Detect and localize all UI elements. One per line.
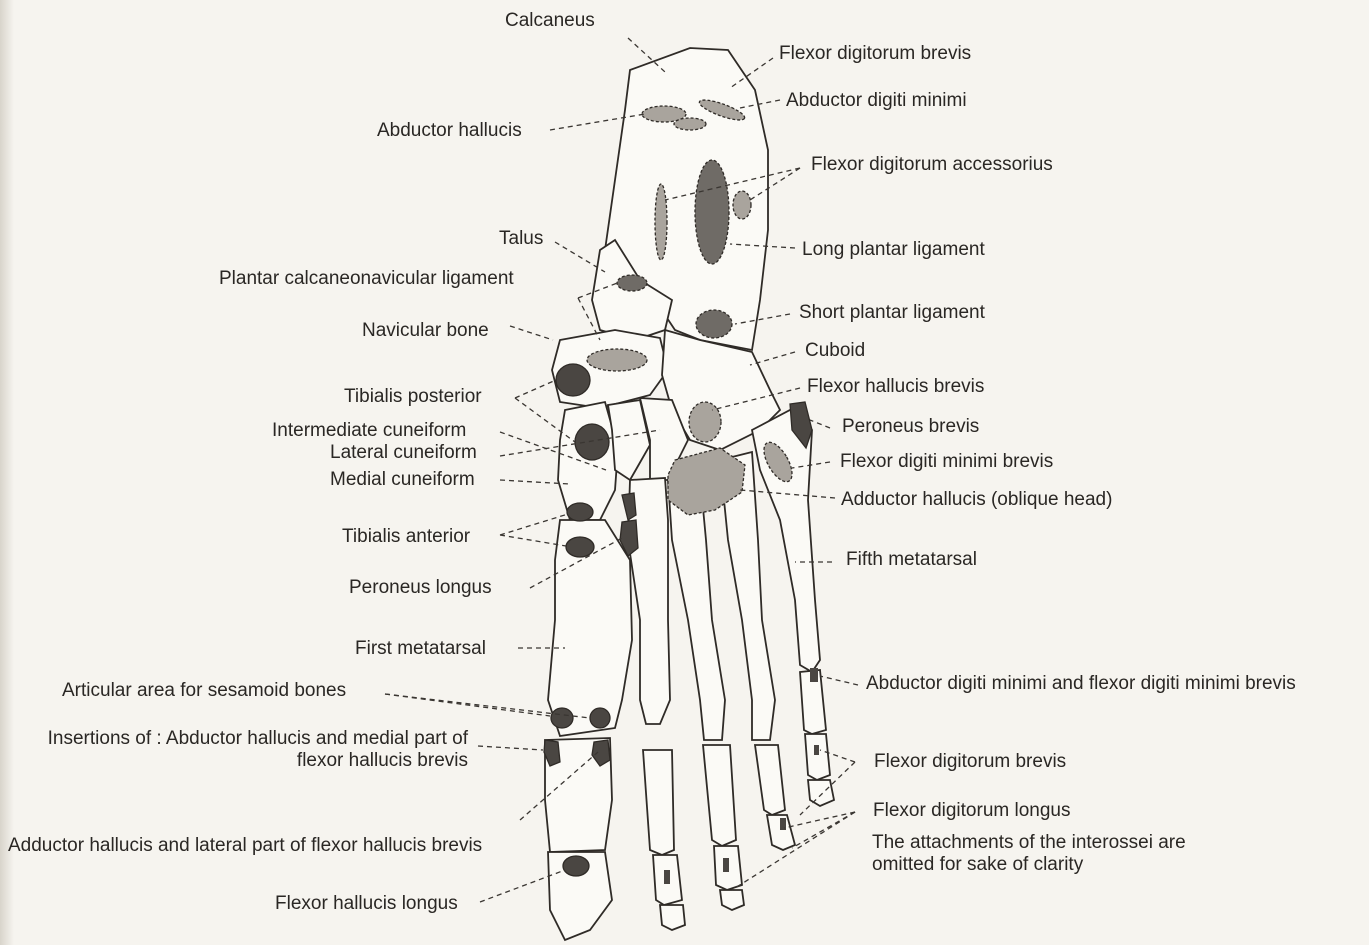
label-adductor-hallucis-oblique: Adductor hallucis (oblique head): [841, 489, 1112, 511]
toe4-fdl-insertion: [780, 818, 786, 830]
label-talus: Talus: [499, 228, 543, 250]
label-lateral-cuneiform: Lateral cuneiform: [330, 442, 477, 464]
label-abductor-and-flexor-digiti-minimi: Abductor digiti minimi and flexor digiti…: [866, 673, 1296, 695]
third-metatarsal-bone: [668, 476, 725, 740]
toe2-proximal-phalanx: [643, 750, 674, 855]
label-short-plantar-ligament: Short plantar ligament: [799, 302, 985, 324]
sesamoid-area-medial: [551, 708, 573, 728]
flexor-hallucis-brevis-area: [689, 402, 721, 442]
tibialis-posterior-navicular-area: [556, 364, 590, 396]
label-abductor-hallucis: Abductor hallucis: [377, 120, 522, 142]
peroneus-longus-area: [622, 493, 636, 520]
label-flexor-digitorum-accessorius: Flexor digitorum accessorius: [811, 154, 1053, 176]
toe2-distal-phalanx: [660, 905, 685, 930]
label-medial-cuneiform: Medial cuneiform: [330, 469, 475, 491]
label-flexor-digiti-minimi-brevis: Flexor digiti minimi brevis: [840, 451, 1053, 473]
label-articular-area-sesamoid: Articular area for sesamoid bones: [62, 680, 346, 702]
label-tibialis-posterior: Tibialis posterior: [344, 386, 482, 408]
toe4-proximal-phalanx: [755, 745, 785, 815]
flexor-accessorius-medial-area: [655, 184, 667, 260]
toe2-fdl-insertion: [664, 870, 670, 884]
flexor-digitorum-brevis-area: [674, 118, 706, 130]
short-plantar-ligament-area: [696, 310, 732, 338]
plantar-calcaneonavicular-area: [617, 275, 647, 291]
flexor-hallucis-longus-insertion: [563, 856, 589, 876]
label-flexor-hallucis-brevis: Flexor hallucis brevis: [807, 376, 984, 398]
label-first-metatarsal: First metatarsal: [355, 638, 486, 660]
label-adductor-hallucis-lateral: Adductor hallucis and lateral part of fl…: [8, 835, 482, 857]
label-long-plantar-ligament: Long plantar ligament: [802, 239, 985, 261]
label-intermediate-cuneiform: Intermediate cuneiform: [272, 420, 466, 442]
label-cuboid: Cuboid: [805, 340, 865, 362]
toe5-distal-phalanx: [808, 780, 834, 806]
toe5-middle-phalanx: [805, 734, 830, 780]
tibialis-anterior-area-upper: [567, 503, 593, 521]
abductor-digiti-minimi-insertion: [810, 668, 818, 682]
label-calcaneus: Calcaneus: [505, 10, 595, 32]
sesamoid-area-lateral: [590, 708, 610, 728]
toe3-proximal-phalanx: [703, 745, 736, 846]
label-tibialis-anterior: Tibialis anterior: [342, 526, 470, 548]
label-fifth-metatarsal: Fifth metatarsal: [846, 549, 977, 571]
label-abductor-digiti-minimi: Abductor digiti minimi: [786, 90, 967, 112]
medial-cuneiform-bone: [558, 402, 618, 520]
label-navicular-bone: Navicular bone: [362, 320, 489, 342]
label-flexor-digitorum-brevis-top: Flexor digitorum brevis: [779, 43, 971, 65]
label-insertions-abductor-hallucis: Insertions of : Abductor hallucis and me…: [8, 728, 468, 772]
label-peroneus-brevis: Peroneus brevis: [842, 416, 979, 438]
label-flexor-digitorum-brevis-bottom: Flexor digitorum brevis: [874, 751, 1066, 773]
label-flexor-hallucis-longus: Flexor hallucis longus: [275, 893, 458, 915]
label-peroneus-longus: Peroneus longus: [349, 577, 492, 599]
toe3-fdl-insertion: [723, 858, 729, 872]
toe3-distal-phalanx: [720, 890, 744, 910]
label-interossei-note: The attachments of the interossei are om…: [872, 832, 1202, 876]
navicular-ligament-area: [587, 349, 647, 371]
label-plantar-calcaneonavicular-ligament: Plantar calcaneonavicular ligament: [219, 268, 514, 290]
long-plantar-ligament-area: [695, 160, 729, 264]
toe5-fdb-insertion: [814, 745, 819, 755]
label-flexor-digitorum-longus: Flexor digitorum longus: [873, 800, 1070, 822]
flexor-accessorius-lateral-area: [733, 191, 751, 219]
tibialis-posterior-cuneiform-area: [575, 424, 609, 460]
tibialis-anterior-area-lower: [566, 537, 594, 557]
